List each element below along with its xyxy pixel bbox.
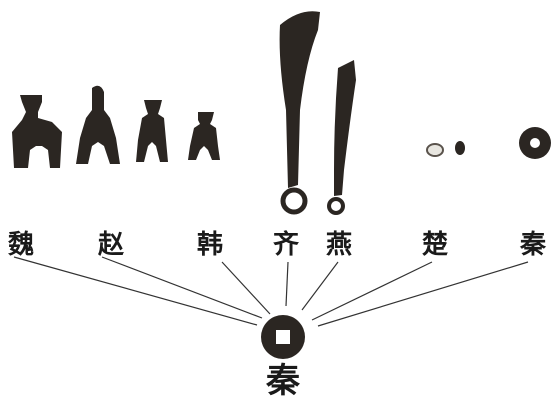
wei-spade-coin-icon	[12, 95, 62, 168]
han-small-spade-coin-icon	[188, 112, 220, 160]
qi-knife-coin-icon	[279, 11, 320, 215]
connection-lines	[13, 256, 529, 327]
yan-knife-coin-icon	[327, 60, 356, 215]
label-han: 韩	[197, 230, 224, 260]
line-qi	[285, 261, 289, 307]
label-yan: 燕	[326, 230, 353, 260]
line-chu	[311, 261, 433, 321]
label-qi: 齐	[273, 230, 300, 260]
unified-label: 秦	[266, 361, 300, 401]
zhao-spade-coin-icon	[76, 85, 120, 164]
chu-ant-nose-coin-icon	[426, 141, 465, 157]
label-wei: 魏	[8, 230, 35, 260]
qin-round-coin-icon	[519, 127, 551, 159]
line-han	[221, 261, 271, 315]
line-yan	[301, 261, 339, 311]
label-qin: 秦	[520, 230, 547, 260]
square-hole-coin-icon	[261, 315, 305, 359]
line-qin	[317, 261, 529, 327]
line-wei	[13, 256, 258, 326]
label-chu: 楚	[422, 230, 449, 260]
label-zhao: 赵	[98, 230, 125, 260]
line-zhao	[101, 256, 263, 319]
han-spade-coin-icon	[136, 100, 168, 162]
